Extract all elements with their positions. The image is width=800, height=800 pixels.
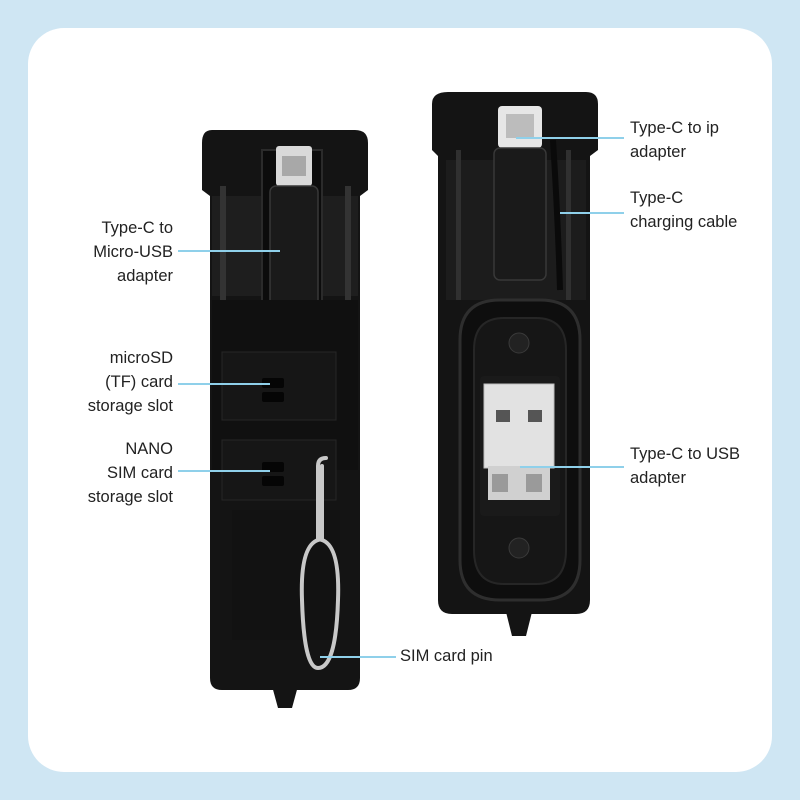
label-type-c-micro-usb: Type-C to Micro-USB adapter (93, 219, 173, 285)
label-nano-sim-slot: NANO SIM card storage slot (87, 440, 173, 506)
leader-type-c-usb (520, 466, 624, 468)
leader-type-c-cable (560, 212, 624, 214)
product-card (28, 28, 772, 772)
label-microsd-slot: microSD (TF) card storage slot (87, 349, 173, 415)
leader-type-c-micro-usb (178, 250, 280, 252)
label-sim-pin: SIM card pin (400, 647, 493, 665)
leader-microsd-slot (178, 383, 270, 385)
label-type-c-ip: Type-C to ip adapter (630, 119, 719, 161)
left-storage-case (202, 130, 368, 708)
leader-nano-sim-slot (178, 470, 270, 472)
leader-type-c-ip (516, 137, 624, 139)
right-storage-case (432, 92, 598, 636)
leader-sim-pin (320, 656, 396, 658)
label-type-c-cable: Type-C charging cable (630, 189, 738, 231)
label-type-c-usb: Type-C to USB adapter (630, 445, 741, 487)
